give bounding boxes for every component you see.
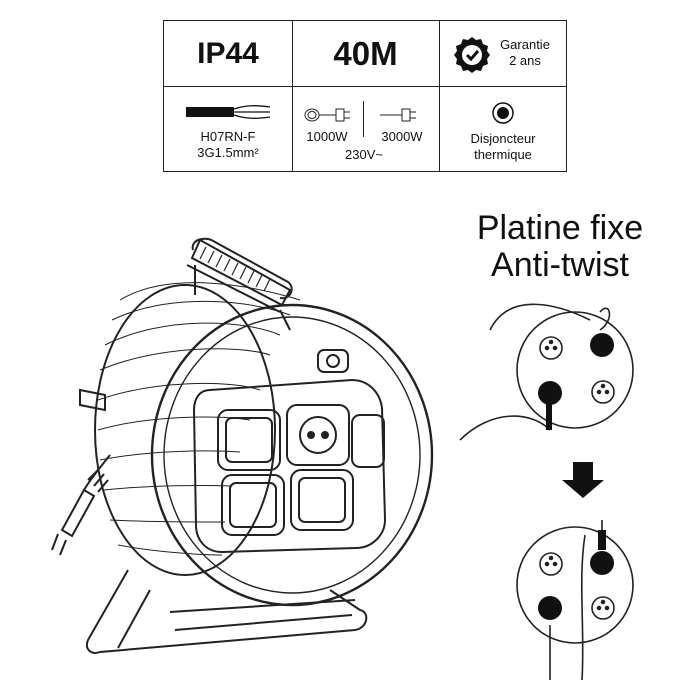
breaker-line1: Disjoncteur [470,131,536,146]
power-uncoiled: 3000W [381,129,423,144]
table-divider [292,21,293,86]
table-divider [164,86,566,87]
warranty-line2: 2 ans [509,53,541,68]
table-divider [439,86,440,171]
socket-panel-bottom [516,526,634,644]
certified-badge-icon [454,37,490,73]
cable-section: 3G1.5mm² [197,145,259,160]
spec-table: IP44 40M Garantie 2 ans H07RN-F 3G1.5mm²… [163,20,567,172]
breaker-label: Disjoncteur thermique [439,131,567,163]
plug-icon [380,108,416,122]
table-divider [292,86,293,171]
cable-spec: H07RN-F 3G1.5mm² [164,129,292,161]
headline-line1: Platine fixe [476,209,644,247]
warranty-line1: Garantie [500,37,550,52]
cable-icon [186,105,271,119]
table-divider [439,21,440,86]
cable-type: H07RN-F [200,129,256,144]
power-coiled: 1000W [306,129,348,144]
ip-rating: IP44 [197,37,259,70]
power-divider [363,101,364,137]
socket-panel-top [516,311,634,429]
cable-length: 40M [333,35,398,72]
down-arrow-icon [562,462,604,498]
coiled-plug-icon [304,108,350,122]
breaker-line2: thermique [474,147,532,162]
voltage: 230V~ [345,147,383,162]
headline-line2: Anti-twist [491,246,629,284]
warranty-label: Garantie 2 ans [489,37,561,69]
breaker-button-icon [492,102,514,124]
